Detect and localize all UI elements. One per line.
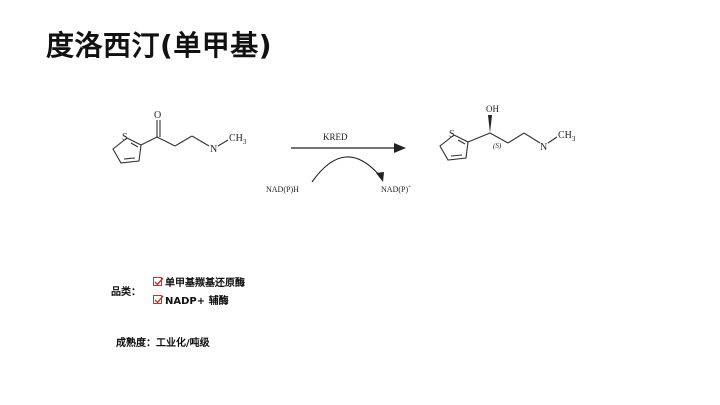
reactant-structure xyxy=(112,120,229,164)
product-hydroxyl-label: OH xyxy=(486,104,499,114)
reactant-methyl-label: CH3 xyxy=(229,133,247,146)
enzyme-label: KRED xyxy=(323,132,348,142)
cofactor-arc-head xyxy=(376,172,384,182)
category-list: 单甲基羰基还原酶 NADP+ 辅酶 xyxy=(153,274,245,307)
cofactor-in-label: NAD(P)H xyxy=(266,185,299,194)
reactant-nitrogen-label: N xyxy=(210,144,217,155)
page-title: 度洛西汀(单甲基) xyxy=(46,29,273,62)
product-stereo-wedge xyxy=(488,115,492,133)
reactant-sulfur-label: S xyxy=(122,132,128,143)
checkbox-checked-icon xyxy=(153,277,164,286)
product-sulfur-label: S xyxy=(449,129,455,140)
product-stereo-label: (S) xyxy=(493,142,502,150)
category-item: 单甲基羰基还原酶 xyxy=(153,274,245,289)
category-label: 品类： xyxy=(111,287,141,298)
product-nitrogen-label: N xyxy=(540,142,547,153)
checkbox-checked-icon xyxy=(153,295,164,304)
category-item-label: NADP+ 辅酶 xyxy=(165,296,229,307)
reactant-thiophene-ring xyxy=(112,137,142,164)
product-structure xyxy=(439,132,558,161)
cofactor-arc xyxy=(311,156,381,183)
category-item-label: 单甲基羰基还原酶 xyxy=(165,278,245,289)
product-thiophene-ring xyxy=(439,134,469,161)
category-item: NADP+ 辅酶 xyxy=(153,292,245,307)
cofactor-out-label: NAD(P)+ xyxy=(381,184,411,194)
reactant-oxygen-label: O xyxy=(154,110,161,121)
reaction-scheme: O S N CH3 KRED NAD(P)H NAD(P)+ OH (S) S … xyxy=(112,104,576,194)
product-methyl-label: CH3 xyxy=(558,130,576,143)
category-section: 品类： 单甲基羰基还原酶 NADP+ 辅酶 xyxy=(111,274,245,307)
maturity-text: 成熟度：工业化/吨级 xyxy=(116,338,210,349)
reaction-arrow-head xyxy=(394,143,406,153)
